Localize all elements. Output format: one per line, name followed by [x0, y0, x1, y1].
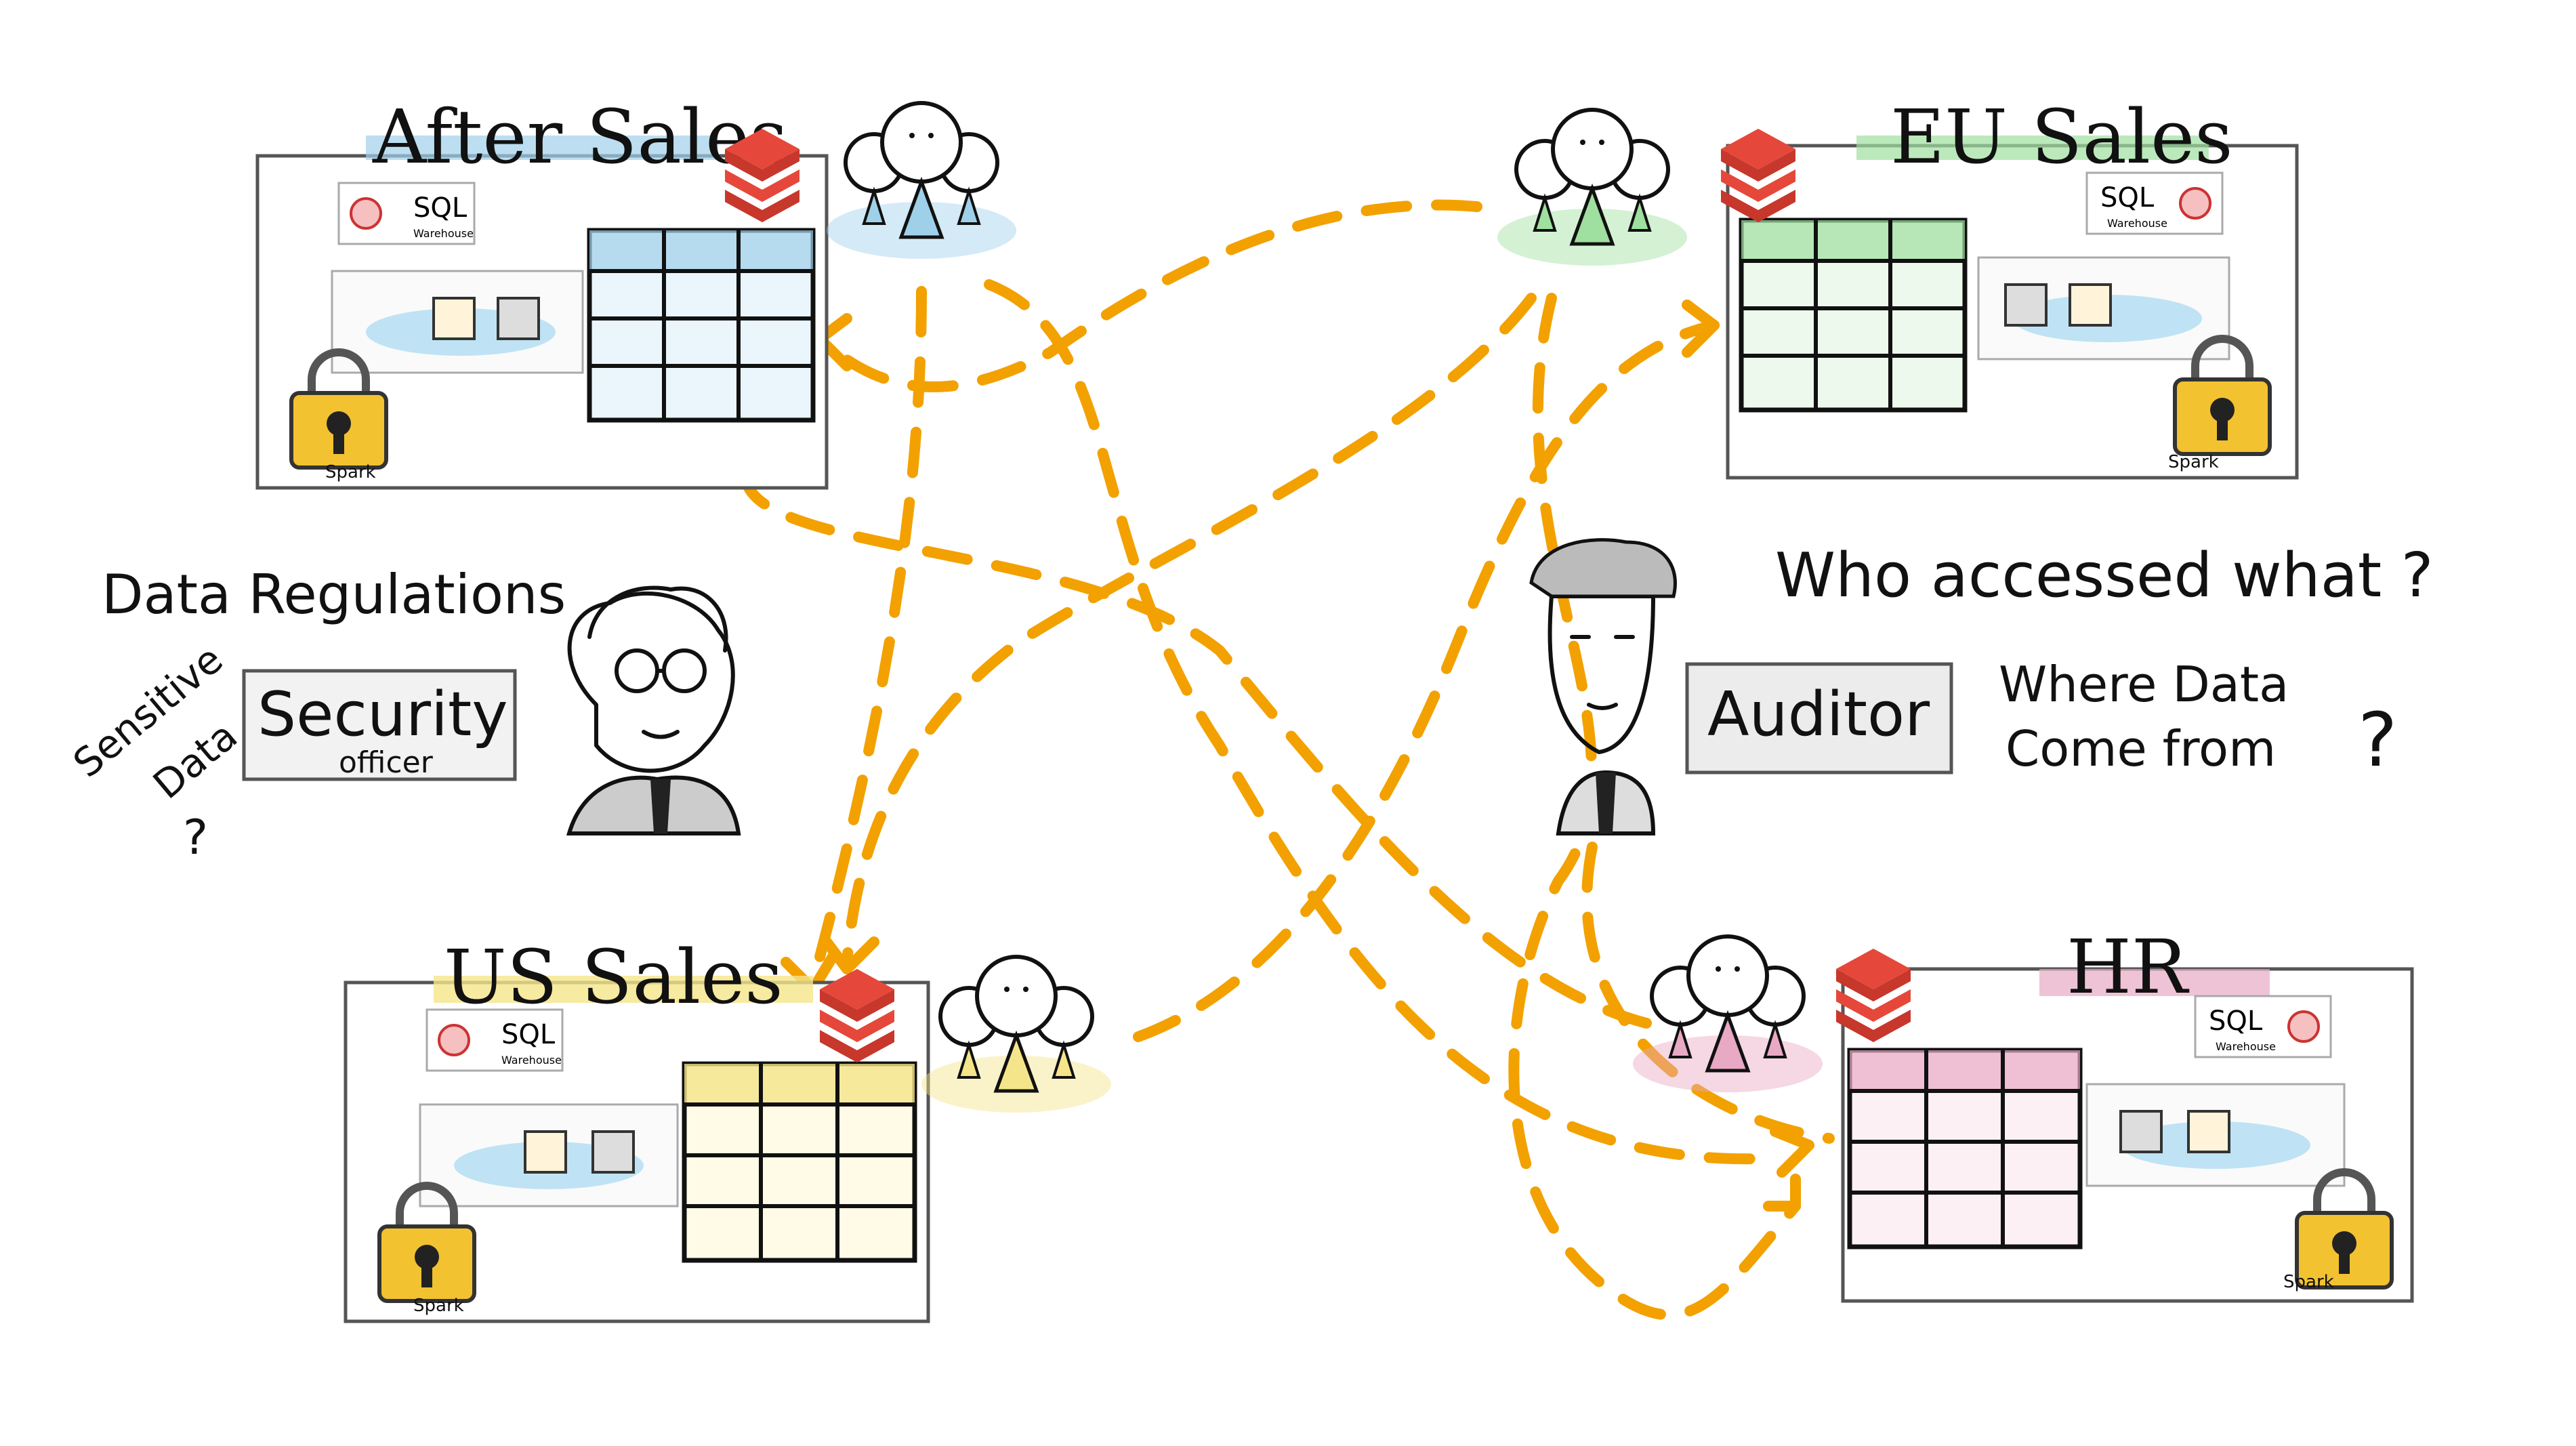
who-accessed-question: Who accessed what ? — [1775, 540, 2434, 611]
table-icon-b — [2069, 283, 2112, 327]
table-icon-a — [2004, 283, 2048, 327]
data-regulations-heading: Data Regulations — [102, 563, 566, 626]
svg-text:Warehouse: Warehouse — [413, 227, 474, 240]
svg-text:SQL: SQL — [413, 192, 468, 224]
table-icon-b — [591, 1130, 635, 1174]
sql-warehouse-icon: SQL Warehouse — [2194, 995, 2332, 1058]
people-icon — [921, 957, 1111, 1113]
domain-title: After Sales — [372, 94, 788, 180]
where-data-line2: Come from — [2006, 720, 2276, 777]
data-table — [682, 1061, 917, 1263]
spark-label: Spark — [413, 1296, 464, 1316]
flow-hr-up — [1581, 842, 1835, 1144]
svg-text:Warehouse: Warehouse — [2107, 217, 2167, 230]
flow-aftersales-to-hr — [984, 279, 1767, 1165]
flow-us-to-eu — [1133, 320, 1720, 1042]
sql-warehouse-icon: SQL Warehouse — [2085, 171, 2224, 235]
sensitive-data-question-mark: ? — [183, 810, 208, 865]
auditor-avatar — [1529, 538, 1677, 835]
svg-text:officer: officer — [339, 745, 434, 780]
title-highlight — [434, 976, 813, 1003]
flow-hr-to-aftersales — [740, 469, 1652, 1029]
domain-hr: HR SQL Warehouse Spark — [1633, 924, 2414, 1303]
spark-label: Spark — [2168, 452, 2219, 472]
arrowhead-hr-2 — [1763, 1174, 1801, 1212]
domain-title: HR — [2066, 924, 2190, 1010]
security-officer: Data Regulations Sensitive Data ? Securi… — [64, 563, 741, 865]
domain-us-sales: US Sales SQL Warehouse Spark — [344, 934, 1111, 1323]
where-data-question-mark: ? — [2358, 697, 2397, 783]
table-icon-b — [2187, 1110, 2230, 1153]
people-icon — [1633, 936, 1823, 1092]
spark-label: Spark — [325, 462, 376, 482]
data-table — [587, 228, 816, 423]
people-icon — [827, 103, 1016, 259]
svg-text:SQL: SQL — [2209, 1006, 2263, 1037]
sql-warehouse-icon: SQL Warehouse — [337, 182, 476, 245]
domain-after-sales: After Sales SQL Warehouse Spark — [255, 94, 1016, 490]
table-icon-a — [2119, 1110, 2163, 1153]
where-data-line1: Where Data — [1999, 656, 2289, 713]
domain-eu-sales: EU Sales SQL Warehouse Spark — [1497, 94, 2299, 480]
domain-title: US Sales — [444, 934, 783, 1020]
svg-text:Warehouse: Warehouse — [501, 1054, 562, 1067]
domain-title: EU Sales — [1890, 94, 2233, 180]
table-icon-a — [432, 297, 476, 340]
sql-warehouse-icon: SQL Warehouse — [425, 1008, 564, 1072]
arrowhead-hr-1 — [1770, 1126, 1814, 1178]
auditor: Who accessed what ? Auditor Where Data C… — [1529, 538, 2434, 835]
title-highlight — [1856, 136, 2209, 160]
flow-eu-to-us — [842, 293, 1537, 968]
flow-aftersales-to-us — [808, 286, 927, 988]
svg-text:Security: Security — [257, 679, 508, 750]
svg-text:Warehouse: Warehouse — [2216, 1040, 2276, 1053]
arrowhead-eu — [1682, 299, 1720, 358]
title-highlight — [2039, 969, 2270, 996]
security-officer-avatar — [566, 585, 741, 835]
security-officer-badge: Security officer — [242, 669, 517, 781]
svg-text:SQL: SQL — [2100, 182, 2155, 213]
data-table — [1847, 1048, 2083, 1249]
auditor-badge: Auditor — [1685, 662, 1953, 774]
svg-text:Auditor: Auditor — [1707, 679, 1930, 750]
table-icon-a — [524, 1130, 567, 1174]
title-highlight — [366, 136, 718, 160]
spark-label: Spark — [2283, 1272, 2334, 1292]
data-table — [1739, 218, 1968, 413]
flow-eu-to-aftersales — [814, 199, 1482, 392]
table-icon-b — [497, 297, 540, 340]
svg-text:SQL: SQL — [501, 1019, 556, 1050]
arrowhead-us-2 — [821, 936, 879, 974]
people-icon — [1497, 110, 1687, 266]
